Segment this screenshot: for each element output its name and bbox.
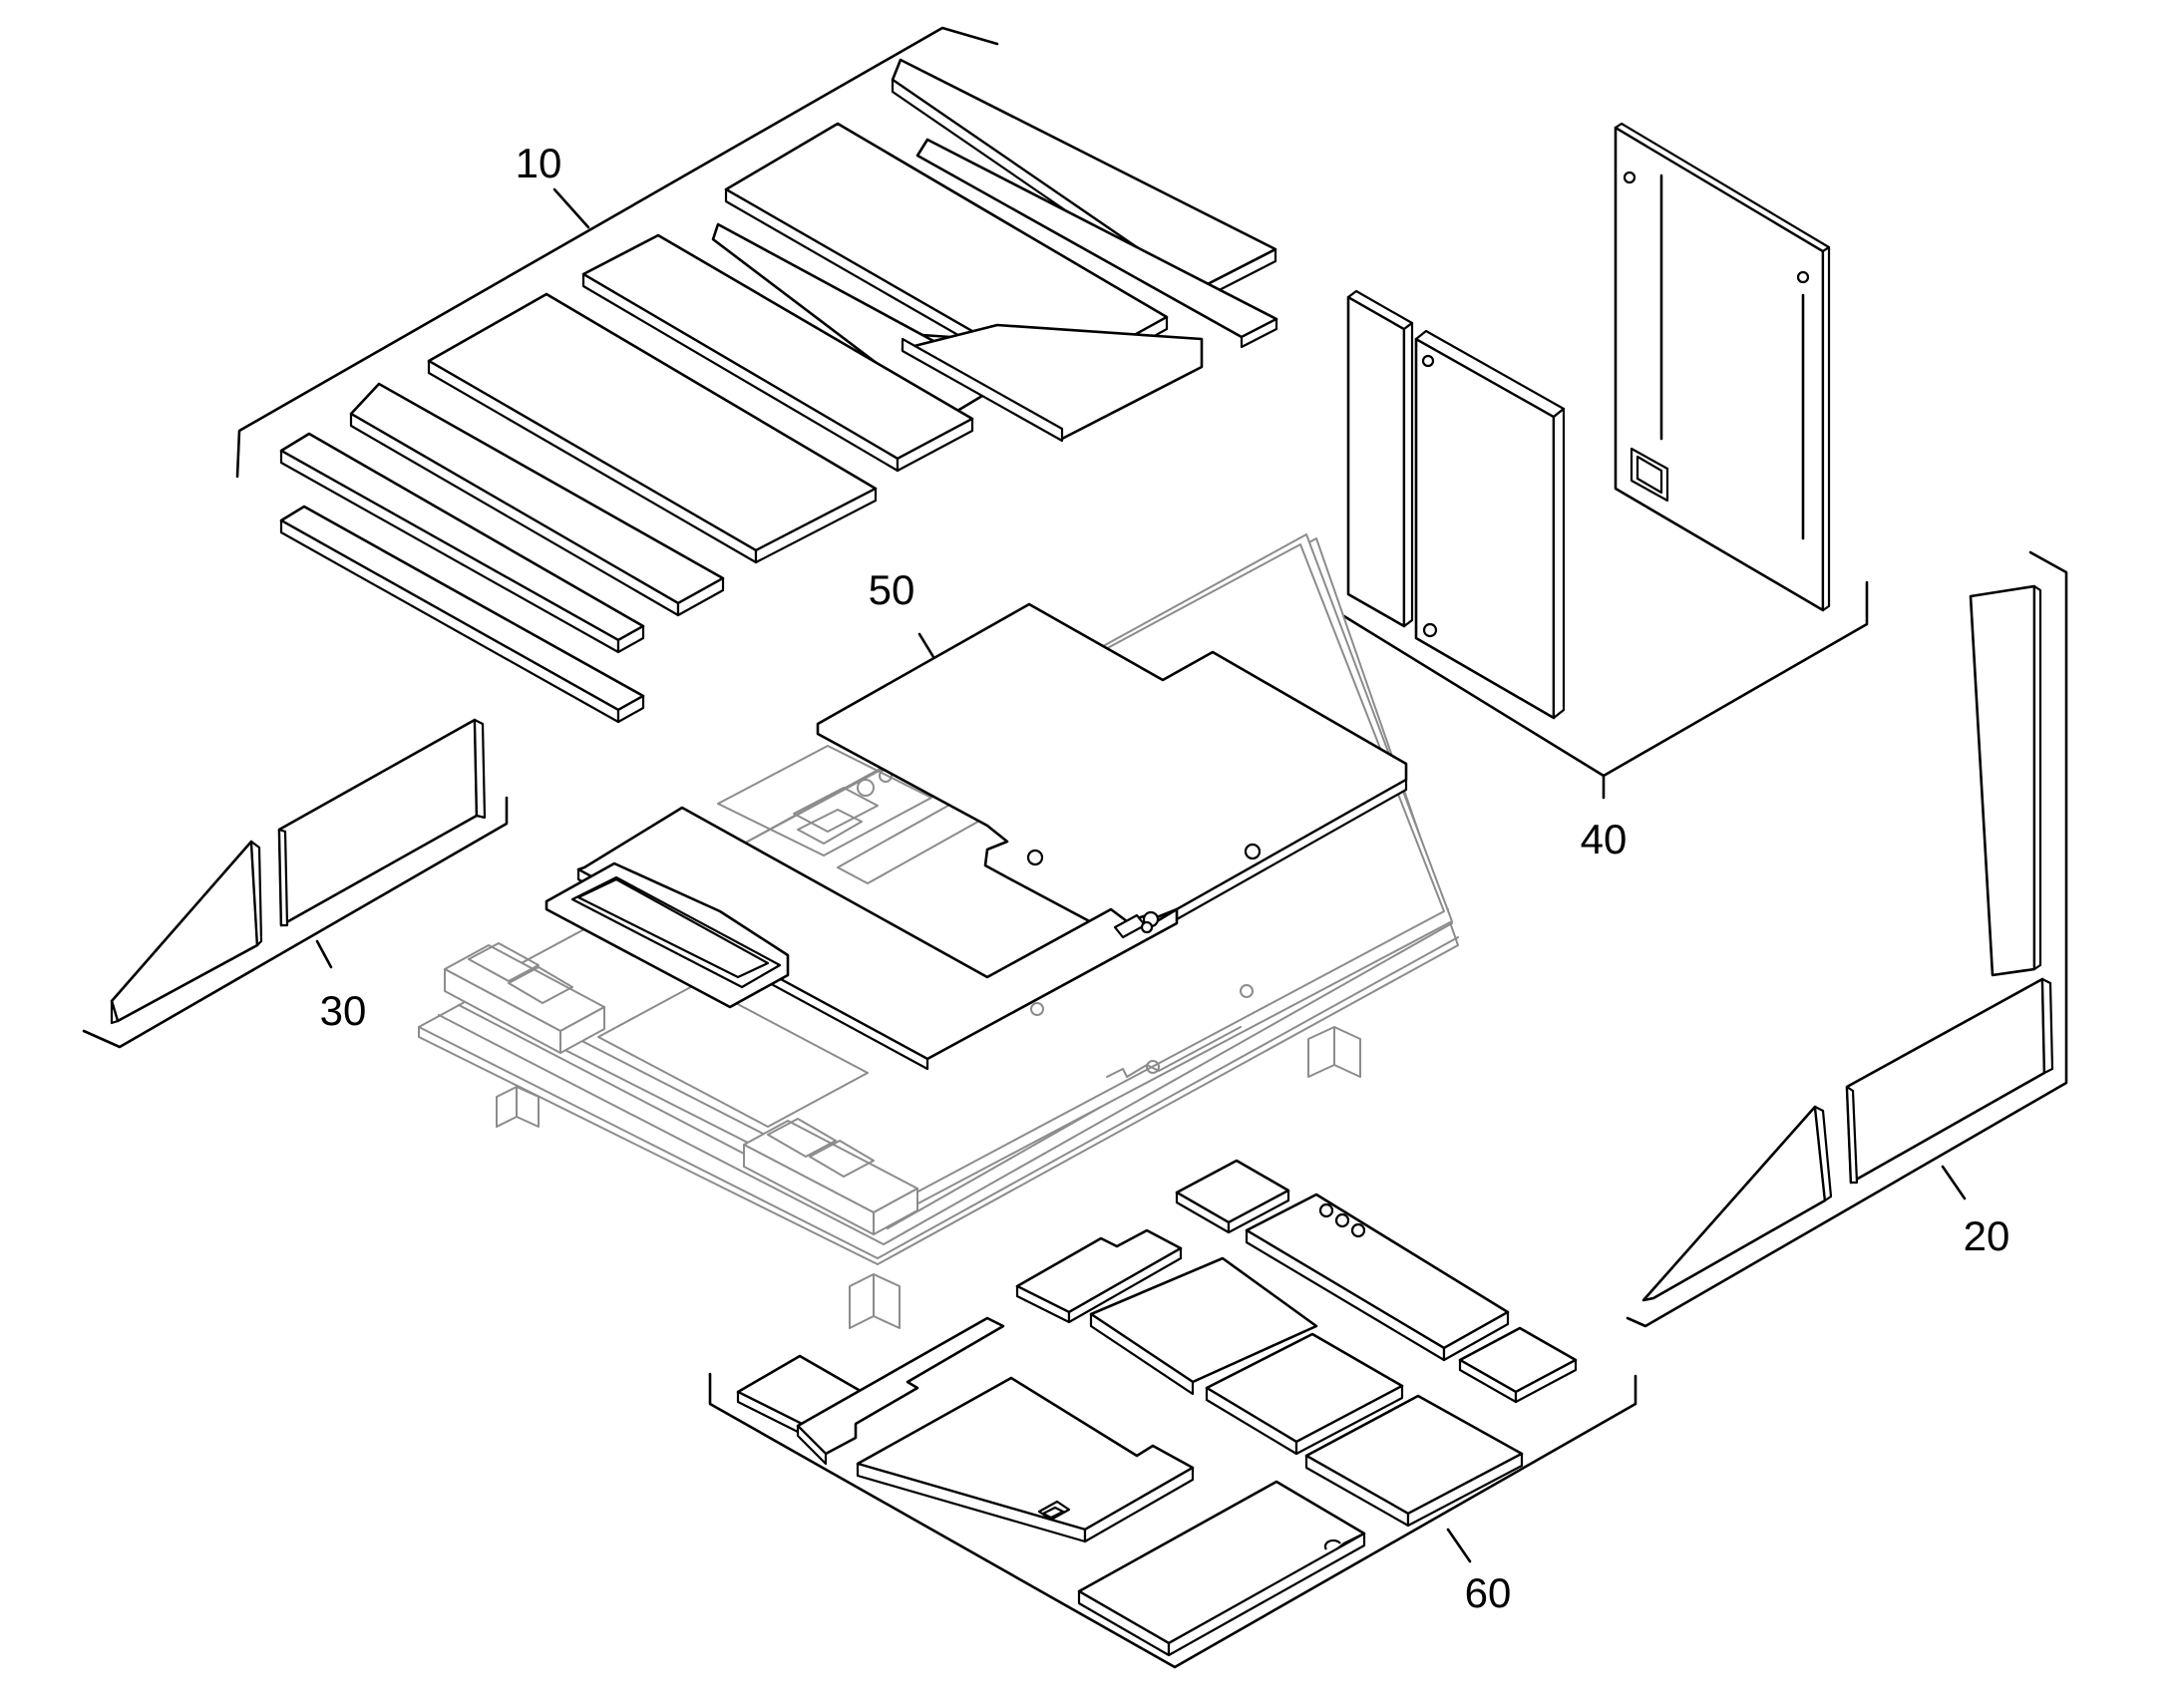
panel-group-60: 60	[708, 1159, 1637, 1669]
bracket-60	[708, 1372, 1637, 1669]
square-plate-60-d	[1089, 1256, 1318, 1396]
leader-10	[552, 187, 590, 229]
small-plate-60-a	[1175, 1159, 1290, 1234]
base-leg-right	[1307, 1026, 1361, 1078]
panel-10-d	[711, 222, 1204, 443]
tall-upright-40-c	[1614, 122, 1831, 612]
upper-cover-plate-50	[816, 602, 1408, 943]
right-connector-module	[743, 1118, 918, 1235]
slat-10-h	[279, 432, 645, 654]
notched-plate-60-c	[1015, 1228, 1183, 1324]
tall-strip-20-a	[1969, 584, 2042, 977]
large-plate-60-j	[1077, 1480, 1366, 1657]
lower-cover-plate-50	[545, 806, 1179, 1071]
panel-10-e	[581, 233, 974, 473]
square-plate-60-e	[1205, 1332, 1404, 1456]
small-plate-60-f	[1458, 1326, 1578, 1404]
panel-group-30: 30	[82, 718, 509, 1049]
triangle-panel-20-b	[1641, 1105, 1833, 1302]
panel-group-40: 40	[1324, 122, 1869, 862]
square-plate-60-g	[1304, 1394, 1524, 1528]
base-leg-left	[496, 1086, 540, 1128]
base-leg-front	[849, 1273, 901, 1329]
left-connector-module	[444, 942, 605, 1054]
leader-60	[1446, 1528, 1472, 1563]
bracket-10	[235, 26, 999, 479]
large-plate-60-i	[856, 1376, 1195, 1543]
bracket-20	[1626, 550, 2068, 1328]
triangle-panel-30-a	[110, 840, 263, 1025]
panel-group-10: 10	[235, 26, 1278, 724]
cover-group-50: 50	[545, 566, 1408, 1071]
slat-10-i	[279, 505, 645, 724]
label-40: 40	[1581, 816, 1628, 862]
panel-10-f	[427, 292, 878, 564]
narrow-upright-40-a	[1346, 289, 1414, 628]
plate-with-holes-60-b	[1245, 1193, 1510, 1362]
rect-panel-30-b	[277, 718, 487, 927]
leader-30	[315, 939, 333, 969]
wide-upright-40-b	[1414, 329, 1566, 720]
rect-panel-20-c	[1845, 977, 2054, 1185]
bracket-30	[82, 796, 509, 1049]
label-10: 10	[516, 140, 562, 186]
strip-plate-60-h	[736, 1316, 1005, 1466]
slat-10-b	[915, 138, 1278, 349]
label-20: 20	[1964, 1212, 2010, 1259]
slat-10-g	[349, 382, 725, 617]
label-50: 50	[869, 566, 915, 613]
label-60: 60	[1465, 1569, 1512, 1616]
leader-20	[1941, 1165, 1967, 1200]
panel-group-20: 20	[1626, 550, 2068, 1328]
label-30: 30	[320, 987, 367, 1034]
